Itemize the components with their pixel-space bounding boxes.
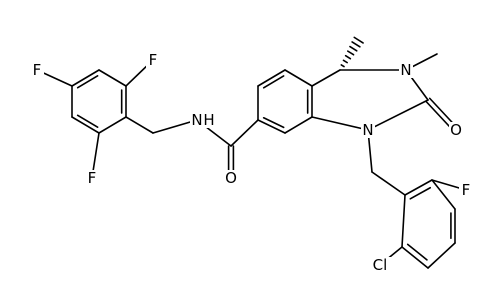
chlorofluorophenyl-ring-bond-5 [401, 194, 406, 248]
stereo-hash-2 [342, 59, 348, 64]
atom-o-amide: O [224, 169, 238, 187]
benzo-ring-inner-1 [262, 75, 285, 89]
stereo-hash-3 [344, 54, 352, 60]
bond-ch2-aryl [371, 171, 406, 196]
atom-f-left: F [30, 61, 44, 79]
atom-label-n3: N [400, 61, 411, 79]
atom-label-cl: Cl [373, 256, 388, 274]
bond-n1-c8a [311, 116, 369, 131]
benzo-ring-bond-2 [284, 69, 313, 87]
atom-o-urea: O [449, 121, 463, 139]
trifluorophenyl-ring-bond-1 [71, 69, 100, 87]
chlorofluorophenyl-ring-inner-0 [409, 186, 432, 200]
atom-cl: Cl [368, 256, 392, 274]
chlorofluorophenyl-ring-inner-4 [406, 243, 428, 261]
chlorofluorophenyl-ring-bond-4 [401, 246, 429, 269]
atom-f-benzyl: F [459, 181, 473, 199]
bond-aryl-ch2 [125, 116, 154, 134]
bond-ch2-nh [152, 119, 198, 134]
atom-label-f-left: F [33, 61, 42, 79]
chlorofluorophenyl-ring-bond-3 [427, 242, 456, 269]
atom-label-o-amide: O [225, 169, 237, 187]
atom-label-f-benzyl: F [462, 181, 471, 199]
stereo-hash-7 [353, 36, 364, 44]
bond-c4a-c4 [311, 69, 341, 87]
benzo-ring-bond-5 [257, 119, 286, 134]
atom-label-f-top: F [149, 51, 158, 69]
stereo-hash-6 [351, 41, 361, 48]
trifluorophenyl-ring-bond-0 [98, 69, 127, 87]
stereo-hash-1 [340, 64, 345, 68]
atom-f-bottom: F [85, 169, 99, 187]
stereo-hash-4 [346, 50, 355, 56]
trifluorophenyl-ring-inner-3 [76, 114, 99, 128]
atom-label-o-urea: O [450, 121, 462, 139]
atom-n1: N [361, 121, 375, 139]
bond-carbonyl-aryl [230, 119, 259, 147]
trifluorophenyl-ring-bond-3 [71, 116, 100, 134]
trifluorophenyl-ring-inner-1 [76, 75, 99, 89]
atom-label-nh-n: N [191, 111, 202, 129]
atom-labels: F F F N H O N N O [30, 51, 473, 274]
chlorofluorophenyl-ring-bond-1 [431, 179, 456, 210]
stereo-hash-5 [349, 45, 358, 52]
atom-label-f-bottom: F [88, 169, 97, 187]
benzo-ring-bond-1 [257, 69, 286, 87]
atom-n3: N [399, 61, 413, 79]
atom-f-top: F [146, 51, 160, 69]
bonds [36, 36, 467, 269]
benzo-ring-bond-4 [284, 116, 313, 134]
chlorofluorophenyl-ring-bond-0 [404, 179, 433, 196]
trifluorophenyl-ring-bond-4 [98, 116, 127, 134]
atom-nh: N H [190, 111, 216, 129]
atom-label-nh-h: H [203, 111, 214, 129]
benzo-ring-inner-5 [262, 116, 285, 129]
atom-label-n1: N [362, 121, 373, 139]
bond-c2-n1 [367, 99, 429, 131]
